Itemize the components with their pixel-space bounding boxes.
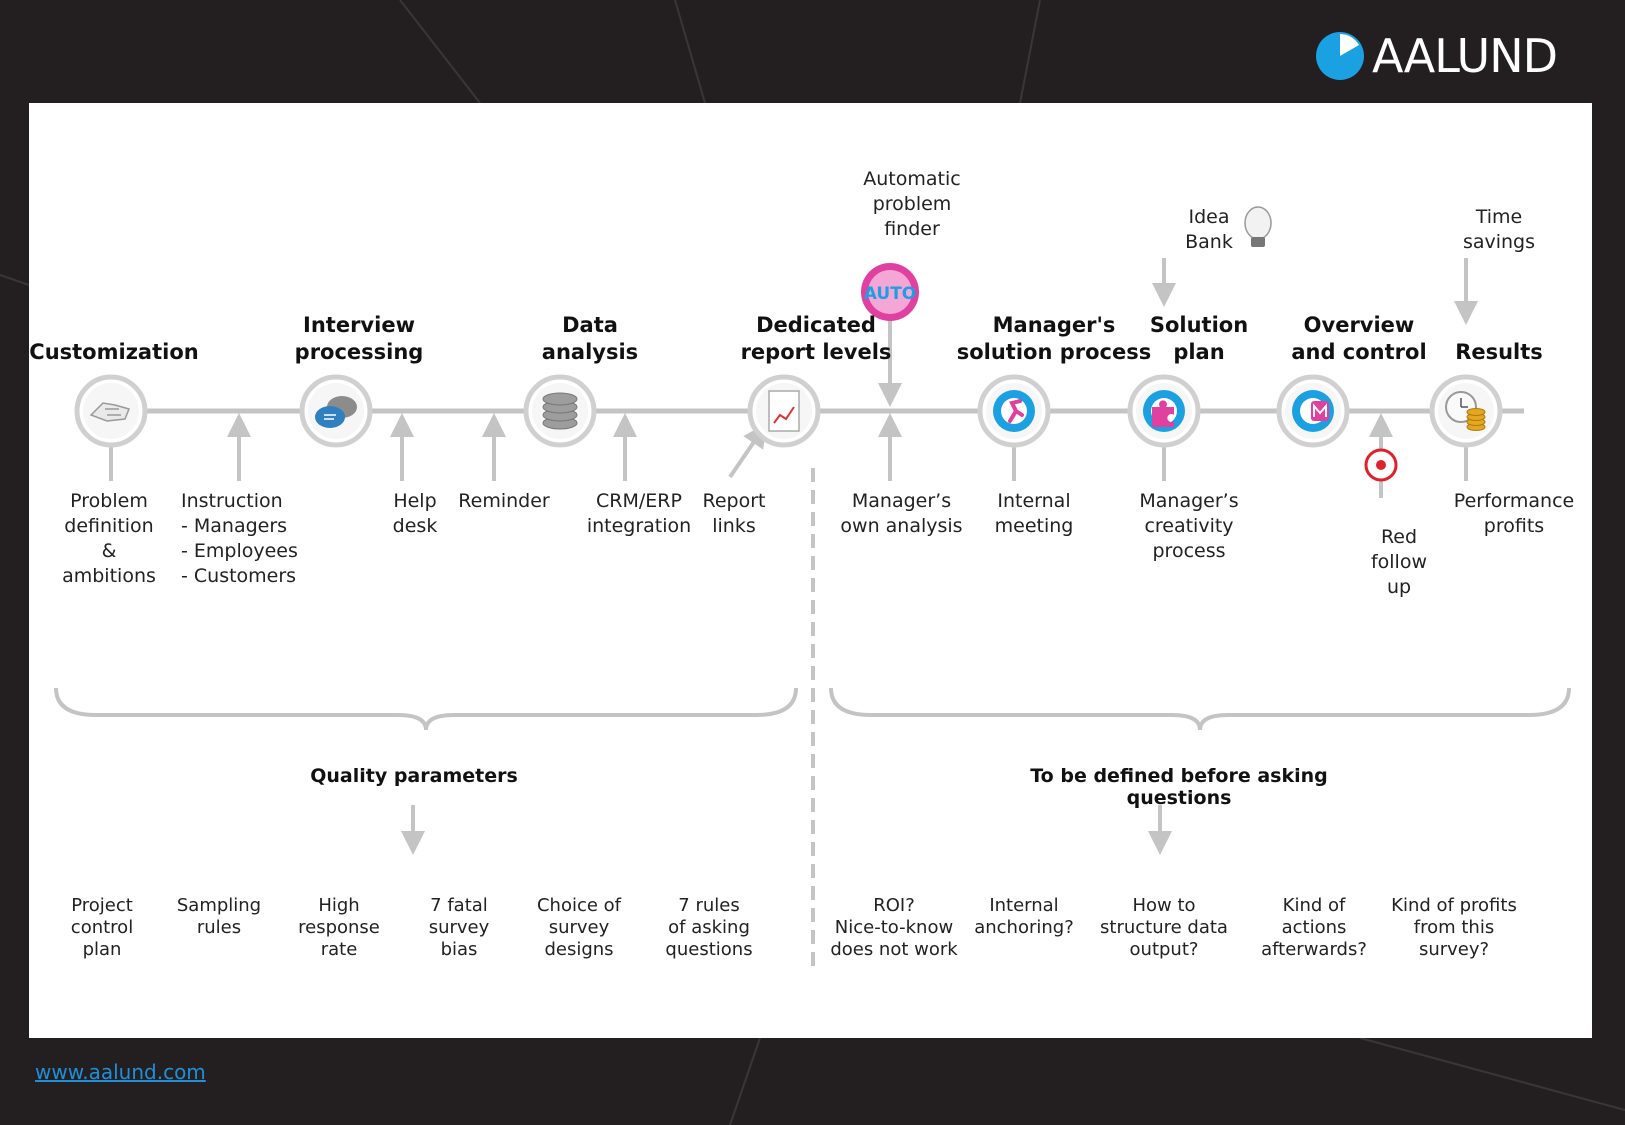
clock-coins-icon <box>1445 391 1486 431</box>
define-item-profits: Kind of profits from this survey? <box>1391 895 1517 960</box>
quality-item-survey-designs: Choice of survey designs <box>536 895 622 960</box>
quality-item-sampling: Sampling rules <box>176 895 262 938</box>
auto-badge-text: AUTO <box>864 284 917 304</box>
chat-bubbles-icon <box>315 396 357 428</box>
runner-figure <box>1008 399 1024 423</box>
input-creativity-process: Manager’s creativity process <box>1139 490 1239 562</box>
stage-node-data <box>523 374 597 448</box>
stage-node-interview <box>299 374 373 448</box>
brace-define-before <box>829 687 1571 731</box>
input-crm-erp: CRM/ERP integration <box>586 490 692 537</box>
handshake-shape <box>89 402 131 422</box>
auto-badge-inner <box>868 270 912 314</box>
input-performance-profits: Performance profits <box>1453 490 1575 537</box>
stage-node-report <box>747 374 821 448</box>
auto-finder-label: Automatic problem finder <box>863 168 961 240</box>
define-item-actions: Kind of actions afterwards? <box>1261 895 1367 960</box>
report-chart-icon <box>768 390 800 432</box>
time-savings-label: Time savings <box>1462 206 1536 253</box>
diagram-canvas: AUTO <box>54 206 1571 971</box>
handshake-icon <box>89 402 131 422</box>
define-item-roi: ROI? Nice-to-know does not work <box>830 895 958 960</box>
input-red-follow-up: Red follow up <box>1370 526 1428 598</box>
brace-quality-parameters <box>54 687 798 731</box>
stage-node-results <box>1429 374 1503 448</box>
chat-bubble-front <box>315 406 345 428</box>
database-icon <box>542 392 578 430</box>
stage-node-customization <box>74 374 148 448</box>
aalund-logo: AALUND <box>1314 28 1576 84</box>
stage-label-results: Results <box>1455 340 1543 364</box>
bulb-glass <box>1244 206 1272 240</box>
input-reminder: Reminder <box>458 490 550 512</box>
idea-bank-label: Idea Bank <box>1185 206 1233 253</box>
quality-item-project-plan: Project control plan <box>70 895 134 960</box>
website-link[interactable]: www.aalund.com <box>35 1060 206 1084</box>
define-item-anchoring: Internal anchoring? <box>974 895 1074 938</box>
puzzle-piece <box>1152 400 1174 427</box>
arrow-report-links <box>728 423 767 479</box>
coin <box>1466 408 1486 416</box>
input-problem-definition: Problem definition & ambitions <box>62 490 156 587</box>
stage-label-overview: Overview and control <box>1291 313 1427 364</box>
clock-hands <box>1460 398 1468 408</box>
report-page <box>768 390 800 432</box>
input-managers-own-analysis: Manager’s own analysis <box>840 490 963 537</box>
process-diagram-panel: AUTO Customization Interview processing … <box>29 103 1592 1038</box>
input-help-desk: Help desk <box>392 490 438 537</box>
input-internal-meeting: Internal meeting <box>994 490 1074 537</box>
stage-node-overview <box>1276 374 1350 448</box>
red-target-icon <box>1364 448 1398 482</box>
stage-node-managers <box>977 374 1051 448</box>
target-center <box>1376 460 1386 470</box>
puzzle-icon <box>1143 390 1185 432</box>
summary-quality-parameters: Quality parameters <box>310 765 518 787</box>
stage-label-customization: Customization <box>29 340 199 364</box>
m-letter <box>1313 403 1327 417</box>
bulb-base <box>1251 237 1265 247</box>
stage-label-data: Data analysis <box>541 313 639 364</box>
chat-lines <box>324 414 336 420</box>
logo-pie-icon <box>1316 32 1364 80</box>
logo-text: AALUND <box>1372 29 1558 83</box>
runner-icon <box>993 390 1035 432</box>
input-report-links: Report links <box>702 490 766 537</box>
m-badge <box>1311 401 1329 421</box>
define-item-data-output: How to structure data output? <box>1100 895 1228 960</box>
lightbulb-icon <box>1244 206 1272 247</box>
auto-badge-icon: AUTO <box>861 263 919 321</box>
report-line <box>773 406 795 424</box>
stage-node-solution <box>1127 374 1201 448</box>
quality-item-survey-bias: 7 fatal survey bias <box>428 895 490 960</box>
stage-label-interview: Interview processing <box>294 313 424 364</box>
quality-item-asking-rules: 7 rules of asking questions <box>665 895 753 960</box>
m-badge-icon <box>1292 390 1334 432</box>
stage-label-report: Dedicated report levels <box>740 313 892 364</box>
stage-label-solution: Solution plan <box>1149 313 1249 364</box>
handshake-fingers <box>105 408 121 416</box>
quality-item-response-rate: High response rate <box>298 895 380 960</box>
stage-label-managers: Manager's solution process <box>956 313 1152 364</box>
summary-define-before: To be defined before asking questions <box>1030 765 1328 809</box>
db-disk <box>542 392 578 406</box>
input-instruction: Instruction - Managers - Employees - Cus… <box>181 490 298 587</box>
